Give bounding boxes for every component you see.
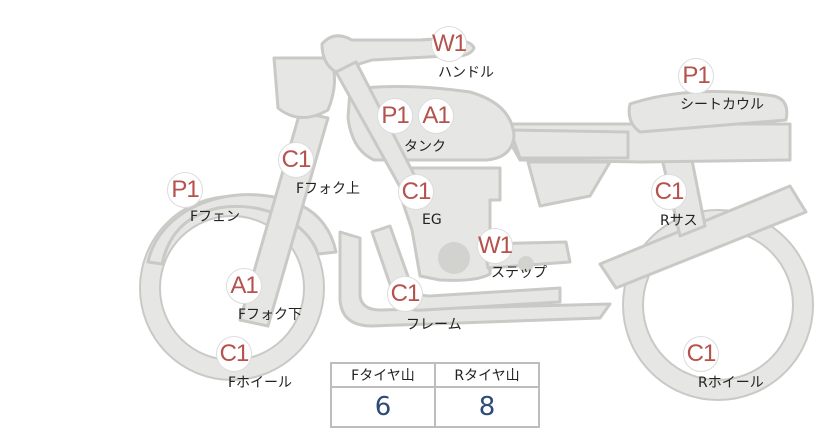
ffork-upper-grade-badge: C1 bbox=[278, 142, 314, 178]
ffork-lower-grade-badge: A1 bbox=[226, 268, 262, 304]
frame-label: フレーム bbox=[406, 317, 462, 333]
fwheel-label: Fホイール bbox=[228, 375, 293, 391]
rsus-grade-badge: C1 bbox=[651, 174, 687, 210]
step-label: ステップ bbox=[491, 265, 547, 281]
tank-grade-badge-p: P1 bbox=[377, 98, 413, 134]
rear-tire-header: Rタイヤ山 bbox=[434, 362, 540, 388]
tire-tread-table: Fタイヤ山 Rタイヤ山 6 8 bbox=[330, 362, 540, 428]
seat-cowl-shape bbox=[627, 90, 789, 134]
ffender-grade-badge: P1 bbox=[167, 172, 203, 208]
rsus-label: Rサス bbox=[660, 213, 698, 229]
side-cover-shape bbox=[526, 160, 612, 208]
rear-tire-value: 8 bbox=[434, 386, 540, 428]
front-tire-header: Fタイヤ山 bbox=[330, 362, 436, 388]
rwheel-label: Rホイール bbox=[698, 375, 764, 391]
seat-shape bbox=[508, 128, 630, 160]
engine-case-shape bbox=[438, 242, 470, 274]
front-tire-value: 6 bbox=[330, 386, 436, 428]
fwheel-grade-badge: C1 bbox=[216, 336, 252, 372]
ffender-label: Fフェン bbox=[190, 209, 241, 225]
handle-grade-badge: W1 bbox=[431, 26, 467, 62]
ffork-lower-label: Fフォク下 bbox=[238, 307, 303, 323]
frame-grade-badge: C1 bbox=[387, 276, 423, 312]
tank-label: タンク bbox=[404, 139, 446, 155]
ffork-upper-label: Fフォク上 bbox=[296, 181, 361, 197]
engine-grade-badge: C1 bbox=[398, 174, 434, 210]
step-peg-shape bbox=[518, 256, 534, 272]
handle-label: ハンドル bbox=[438, 65, 494, 81]
engine-label: EG bbox=[422, 212, 442, 228]
seatcowl-label: シートカウル bbox=[680, 97, 764, 113]
frame-shape bbox=[338, 230, 612, 328]
step-grade-badge: W1 bbox=[477, 228, 513, 264]
seatcowl-grade-badge: P1 bbox=[678, 58, 714, 94]
rwheel-grade-badge: C1 bbox=[683, 336, 719, 372]
swingarm-shape bbox=[598, 184, 808, 290]
headlight-shape bbox=[272, 56, 336, 119]
tank-grade-badge-a: A1 bbox=[418, 98, 454, 134]
